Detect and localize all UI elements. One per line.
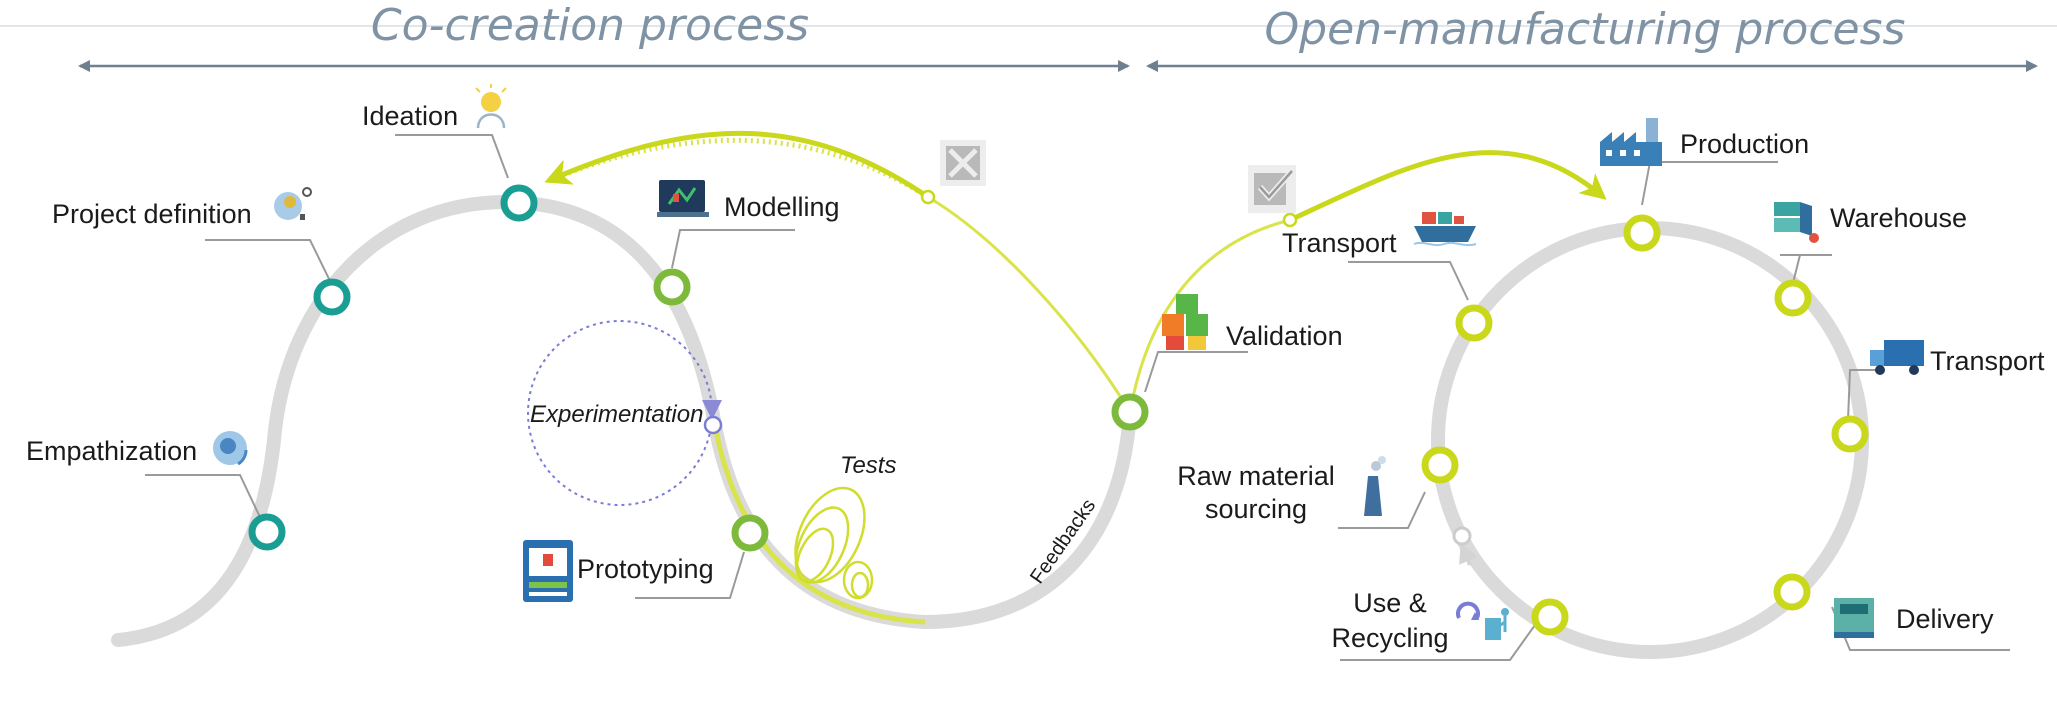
approved-checkbox-icon [1248, 165, 1296, 213]
truck-icon [1870, 340, 1924, 375]
prototyping-label: Prototyping [577, 554, 714, 584]
experimentation-label: Experimentation [530, 401, 703, 428]
header-area: Co-creation process Open-manufacturing p… [0, 0, 2057, 72]
production-node[interactable] [1623, 214, 1661, 252]
tests-label: Tests [840, 452, 896, 479]
funnel-icon [702, 400, 722, 420]
recycling-bin-icon [1456, 601, 1509, 640]
validation-node[interactable] [1111, 393, 1149, 431]
production-label: Production [1680, 129, 1809, 159]
project-definition-label: Project definition [52, 199, 252, 229]
transport-out-label: Transport [1930, 346, 2045, 376]
ring-start-node [1452, 526, 1472, 546]
stage-nodes [248, 184, 1869, 636]
experimentation-loop: Experimentation [527, 320, 723, 506]
feedback-arrow-to-ideation [544, 137, 930, 200]
industrial-chimney-icon [1364, 456, 1386, 516]
feedback-arrows [544, 130, 1607, 413]
delivery-machine-icon [1834, 598, 1874, 638]
delivery-label: Delivery [1896, 604, 1994, 634]
approved-node [1282, 212, 1298, 228]
factory-icon [1600, 118, 1662, 166]
raw-material-label-line2: sourcing [1205, 494, 1307, 524]
use-recycling-node[interactable] [1531, 598, 1569, 636]
tests-highlight [711, 419, 926, 625]
co-creation-track [111, 194, 1137, 647]
transport-out-node[interactable] [1831, 415, 1869, 453]
rejected-return-arrow [544, 130, 930, 200]
co-creation-title: Co-creation process [371, 0, 809, 51]
empathization-node[interactable] [248, 513, 286, 551]
3d-printer-icon [523, 540, 573, 602]
validation-label: Validation [1226, 321, 1343, 351]
brain-gear-icon [274, 187, 312, 220]
laptop-model-icon [657, 180, 709, 217]
transport-in-node[interactable] [1455, 304, 1493, 342]
rejected-node [920, 189, 936, 205]
ideation-node[interactable] [500, 184, 538, 222]
head-gear-icon [213, 431, 248, 466]
warehouse-shelves-icon [1774, 202, 1819, 243]
transport-in-label: Transport [1282, 228, 1397, 258]
open-manufacturing-title: Open-manufacturing process [1265, 4, 1906, 55]
ideation-label: Ideation [362, 101, 458, 131]
project-definition-node[interactable] [313, 278, 351, 316]
cargo-ship-icon [1413, 212, 1477, 247]
feedback-line-to-rejected [927, 195, 1132, 413]
experimentation-node [703, 415, 723, 435]
warehouse-label: Warehouse [1830, 203, 1967, 233]
empathization-label: Empathization [26, 436, 197, 466]
raw-material-label-line1: Raw material [1177, 461, 1335, 491]
modelling-label: Modelling [724, 192, 840, 222]
rejected-box-icon [940, 140, 986, 186]
tests-spiral-icon [794, 486, 874, 600]
leader-lines [145, 134, 2010, 661]
lightbulb-head-icon [475, 84, 507, 129]
raw-material-node[interactable] [1421, 446, 1459, 484]
approved-line [1128, 218, 1291, 413]
use-recycling-label-line2: Recycling [1331, 623, 1448, 653]
modelling-node[interactable] [653, 268, 691, 306]
ring-direction-arrow [1459, 542, 1478, 566]
approved-arrow-to-production [1288, 150, 1607, 223]
warehouse-node[interactable] [1774, 279, 1812, 317]
delivery-node[interactable] [1773, 573, 1811, 611]
prototyping-node[interactable] [731, 514, 769, 552]
use-recycling-label-line1: Use & [1353, 588, 1427, 618]
stacked-cubes-icon [1162, 294, 1208, 350]
s-curve-track [111, 194, 1137, 647]
